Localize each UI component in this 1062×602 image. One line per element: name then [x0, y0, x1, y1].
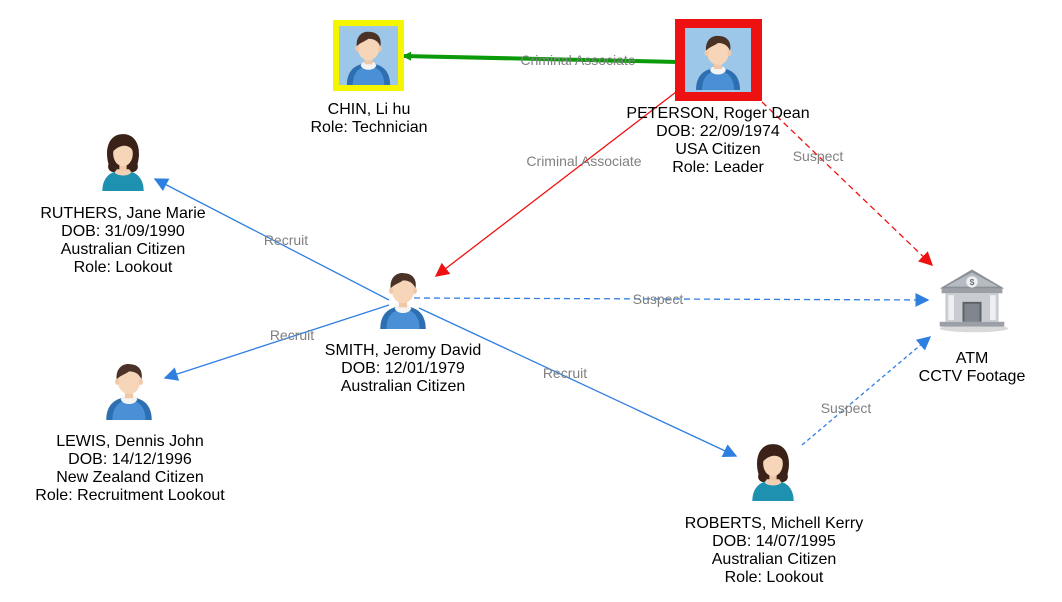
male-person-icon [380, 273, 426, 329]
node-atm[interactable]: ATM CCTV Footage [919, 269, 1026, 385]
node-label-line: Australian Citizen [712, 551, 837, 568]
edge-line [418, 307, 738, 458]
edge-smith-roberts[interactable]: Recruit [418, 307, 738, 458]
node-roberts[interactable]: ROBERTS, Michell Kerry DOB: 14/07/1995 A… [685, 444, 863, 586]
edge-label: Recruit [270, 327, 314, 343]
edge-peterson-smith[interactable]: Criminal Associate [434, 91, 677, 277]
edge-peterson-chin[interactable]: Criminal Associate [402, 51, 679, 68]
female-person-icon [102, 134, 144, 191]
edge-peterson-atm[interactable]: Suspect [761, 101, 934, 266]
edge-label: Criminal Associate [520, 52, 635, 68]
edge-label: Criminal Associate [526, 153, 641, 169]
female-person-icon [752, 444, 794, 501]
node-label-line: Australian Citizen [61, 241, 186, 258]
node-label-line: SMITH, Jeromy David [325, 342, 481, 359]
node-label-line: USA Citizen [675, 141, 760, 158]
edge-smith-ruthers[interactable]: Recruit [153, 178, 390, 301]
edge-label: Suspect [793, 148, 844, 164]
edge-line [434, 91, 677, 277]
edge-roberts-atm[interactable]: Suspect [801, 336, 932, 446]
edge-label: Recruit [543, 365, 587, 381]
node-label-line: CHIN, Li hu [328, 101, 411, 118]
node-smith[interactable]: SMITH, Jeromy David DOB: 12/01/1979 Aust… [325, 273, 481, 395]
node-label-line: DOB: 12/01/1979 [341, 360, 465, 377]
node-label-line: LEWIS, Dennis John [56, 433, 204, 450]
node-label-line: PETERSON, Roger Dean [626, 105, 809, 122]
edge-label: Suspect [821, 400, 872, 416]
node-label-line: DOB: 22/09/1974 [656, 123, 780, 140]
node-lewis[interactable]: LEWIS, Dennis John DOB: 14/12/1996 New Z… [35, 364, 225, 504]
edge-smith-lewis[interactable]: Recruit [163, 304, 390, 381]
edge-smith-atm[interactable]: Suspect [413, 291, 930, 307]
edge-line [402, 51, 679, 64]
male-person-icon [106, 364, 152, 420]
node-peterson[interactable]: PETERSON, Roger Dean DOB: 22/09/1974 USA… [626, 19, 810, 176]
edge-line [163, 304, 390, 381]
edge-line [413, 292, 930, 307]
node-label-line: Australian Citizen [341, 378, 466, 395]
node-label-line: Role: Lookout [74, 259, 173, 276]
node-label-line: Role: Lookout [725, 569, 824, 586]
node-ruthers[interactable]: RUTHERS, Jane Marie DOB: 31/09/1990 Aust… [40, 134, 206, 276]
edges: Criminal Associate Criminal Associate Su… [153, 51, 934, 458]
node-label-line: CCTV Footage [919, 368, 1026, 385]
node-label-line: ATM [956, 350, 989, 367]
edge-line [761, 101, 934, 266]
node-label-line: Role: Technician [310, 119, 427, 136]
bank-building-icon [939, 269, 1009, 333]
node-label-line: DOB: 31/09/1990 [61, 223, 185, 240]
node-label-line: Role: Leader [672, 159, 764, 176]
edge-line [153, 178, 390, 301]
node-label-line: RUTHERS, Jane Marie [40, 205, 205, 222]
node-label-line: DOB: 14/12/1996 [68, 451, 192, 468]
node-chin[interactable]: CHIN, Li hu Role: Technician [310, 20, 428, 136]
edge-label: Recruit [264, 232, 308, 248]
edge-label: Suspect [633, 291, 684, 307]
edge-line [801, 336, 932, 446]
node-label-line: Role: Recruitment Lookout [35, 487, 225, 504]
node-label-line: New Zealand Citizen [56, 469, 204, 486]
node-label-line: DOB: 14/07/1995 [712, 533, 836, 550]
node-label-line: ROBERTS, Michell Kerry [685, 515, 863, 532]
